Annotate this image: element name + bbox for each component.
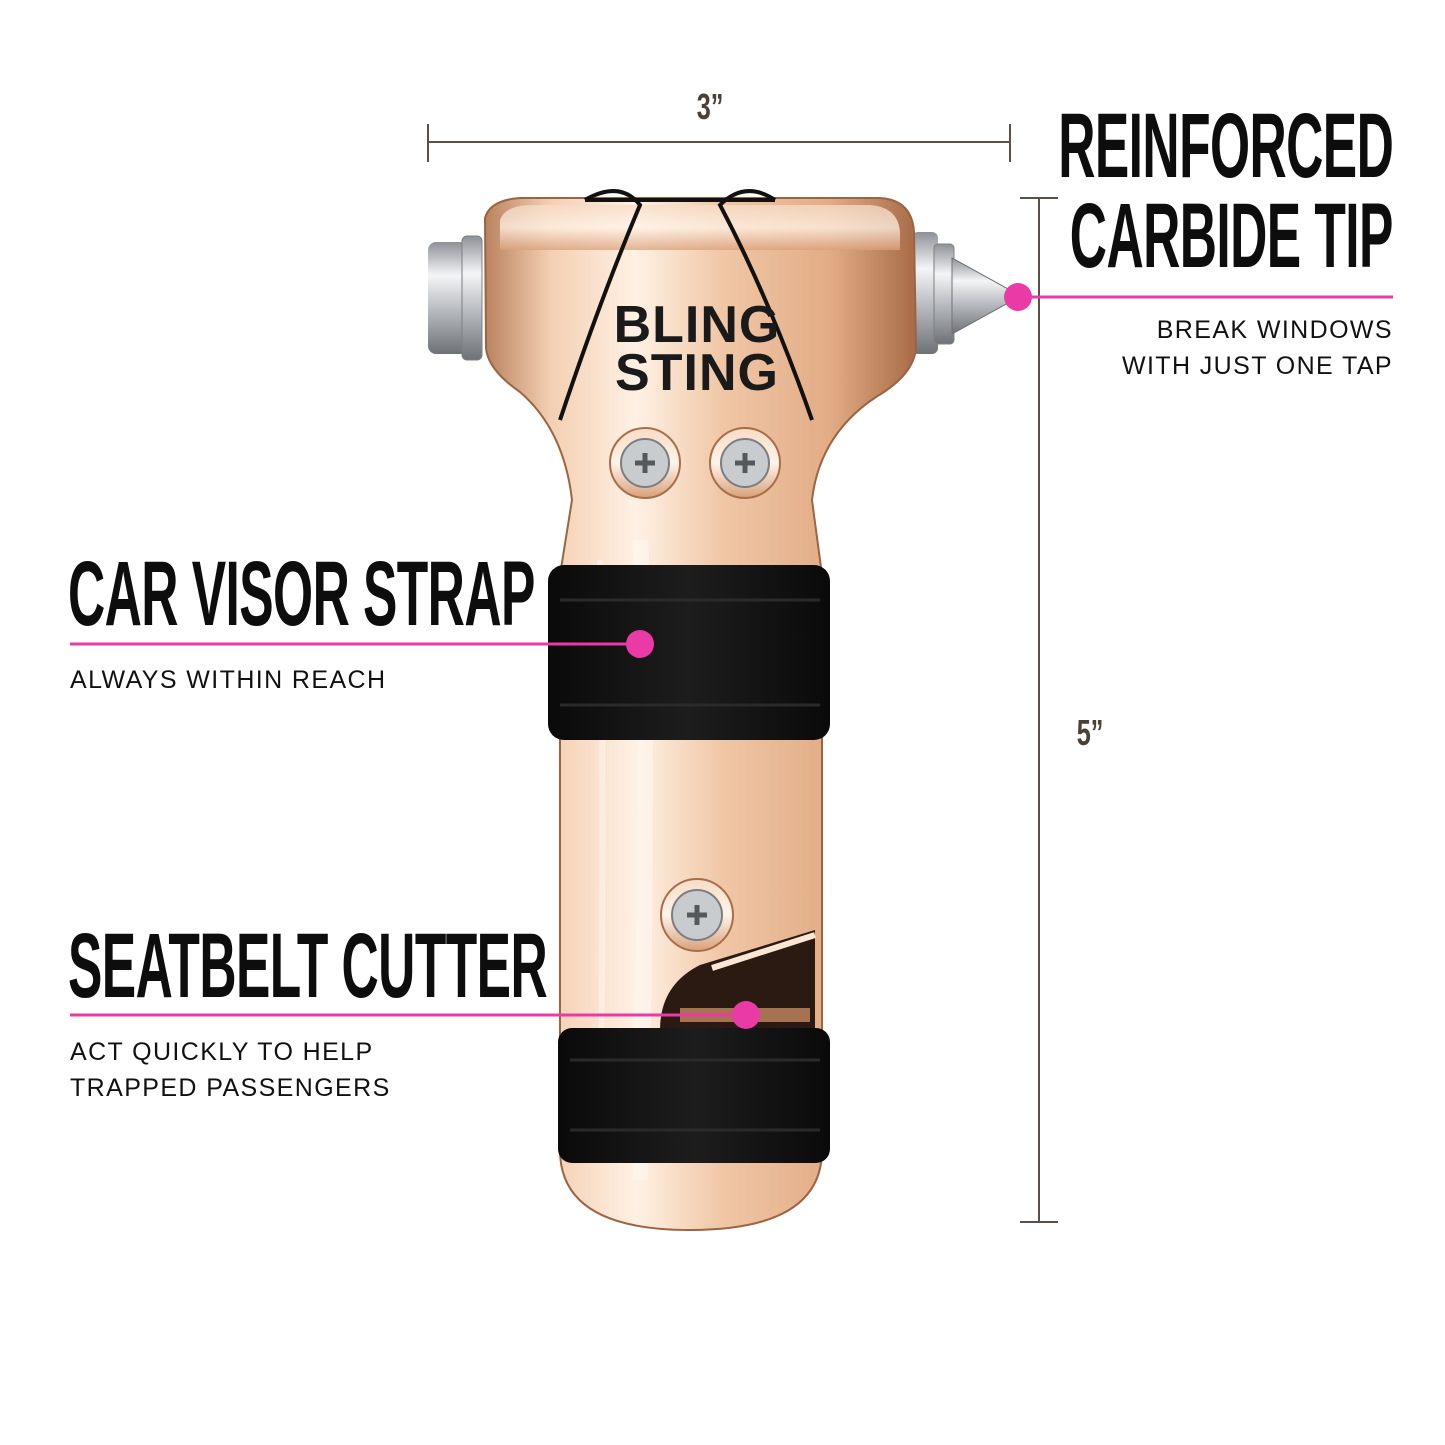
cutter-feature-desc-line2: TRAPPED PASSENGERS xyxy=(70,1074,391,1102)
hammer-end-cap xyxy=(428,235,483,361)
tip-feature-desc-line1: BREAK WINDOWS xyxy=(1156,316,1393,344)
strap-feature-title: CAR VISOR STRAP xyxy=(68,543,535,645)
width-label: 3” xyxy=(696,86,724,127)
screw xyxy=(660,878,734,952)
brand-logo-line1: BLING xyxy=(614,296,781,354)
lower-strap xyxy=(558,1028,830,1163)
tip-feature-title-line1: REINFORCED xyxy=(1057,95,1394,197)
elastic-cord xyxy=(558,189,814,421)
carbide-tip xyxy=(912,232,1014,354)
brand-logo: BLING STING xyxy=(614,296,781,402)
visor-strap xyxy=(548,565,830,740)
cutter-feature-title: SEATBELT CUTTER xyxy=(68,915,548,1017)
height-dimension-line xyxy=(1020,197,1058,1223)
height-label: 5” xyxy=(1076,712,1104,753)
brand-logo-line2: STING xyxy=(615,344,779,402)
strap-feature-desc: ALWAYS WITHIN REACH xyxy=(70,666,387,694)
screw xyxy=(709,427,781,499)
width-dimension-line xyxy=(427,124,1011,162)
tip-callout xyxy=(1004,283,1393,311)
cutter-callout xyxy=(70,1001,760,1029)
cutter-feature-desc-line1: ACT QUICKLY TO HELP xyxy=(70,1038,374,1066)
strap-callout xyxy=(70,630,654,658)
tip-feature-title-line2: CARBIDE TIP xyxy=(1069,185,1394,287)
screw xyxy=(609,427,681,499)
tip-feature-desc-line2: WITH JUST ONE TAP xyxy=(1121,352,1393,380)
